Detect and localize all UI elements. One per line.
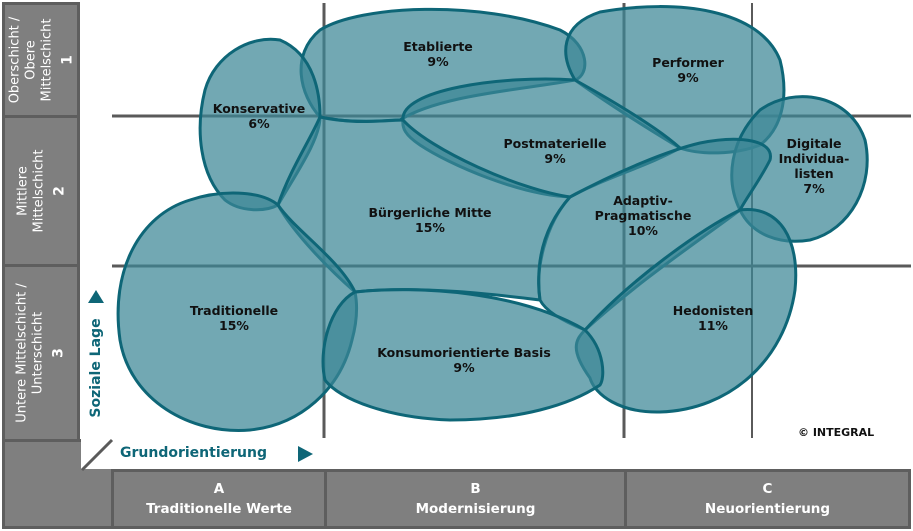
column-a-label: Traditionelle Werte <box>146 501 292 517</box>
x-axis-arrow-icon <box>298 446 313 462</box>
segment-name: Etablierte <box>403 39 473 54</box>
row-panel-1: Oberschicht / Obere Mittelschicht 1 <box>2 2 80 118</box>
segment-konservative: Konservative 6% <box>213 101 306 131</box>
axis-corner-line <box>80 438 114 472</box>
blob-hedonisten <box>574 208 798 414</box>
segment-digitale-individualisten: Digitale Individua- listen 7% <box>779 136 850 196</box>
segment-share: 7% <box>803 181 825 196</box>
blob-konsumorientierte <box>321 288 605 422</box>
column-b-label: Modernisierung <box>415 501 536 517</box>
x-axis-label: Grundorientierung <box>120 445 267 461</box>
segment-name-line: Individua- <box>778 151 850 166</box>
segment-etablierte: Etablierte 9% <box>403 39 473 69</box>
segment-traditionelle: Traditionelle 15% <box>190 303 278 333</box>
column-c-label: Neuorientierung <box>704 501 831 517</box>
segment-hedonisten: Hedonisten 11% <box>673 303 753 333</box>
segment-name-line: Adaptiv- <box>613 193 673 208</box>
segment-adaptiv-pragmatische: Adaptiv- Pragmatische 10% <box>595 193 692 238</box>
y-axis-label: Soziale Lage <box>88 318 104 418</box>
segment-share: 9% <box>427 54 449 69</box>
row-panel-2: Mittlere Mittelschicht 2 <box>2 115 80 267</box>
segment-share: 9% <box>453 360 475 375</box>
segment-name: Konsumorientierte Basis <box>377 345 551 360</box>
segment-share: 6% <box>248 116 270 131</box>
segment-name-line: Digitale <box>786 136 842 151</box>
segment-name: Postmaterielle <box>503 136 607 151</box>
segment-name: Performer <box>652 55 724 70</box>
segment-share: 9% <box>544 151 566 166</box>
segment-share: 9% <box>677 70 699 85</box>
segment-name: Bürgerliche Mitte <box>368 205 492 220</box>
column-a-letter: A <box>213 481 225 497</box>
column-panel-a: A Traditionelle Werte <box>111 469 327 529</box>
segment-buergerliche-mitte: Bürgerliche Mitte 15% <box>368 205 491 235</box>
copyright-label: © INTEGRAL <box>798 426 875 439</box>
segment-performer: Performer 9% <box>652 55 724 85</box>
segment-name-line: listen <box>794 166 834 181</box>
segment-konsumorientierte-basis: Konsumorientierte Basis 9% <box>377 345 551 375</box>
segment-postmaterielle: Postmaterielle 9% <box>503 136 606 166</box>
segment-name: Traditionelle <box>189 303 279 318</box>
column-c-letter: C <box>762 481 773 497</box>
segment-share: 15% <box>415 220 445 235</box>
blob-digitale <box>730 95 869 243</box>
segment-name: Konservative <box>212 101 306 116</box>
segment-name-line: Pragmatische <box>594 208 692 223</box>
segment-share: 10% <box>628 223 658 238</box>
column-panel-c: C Neuorientierung <box>624 469 911 529</box>
segment-name: Hedonisten <box>672 303 754 318</box>
y-axis-arrow-icon <box>88 290 104 303</box>
column-b-letter: B <box>470 481 481 497</box>
segment-share: 11% <box>698 318 728 333</box>
segment-share: 15% <box>219 318 249 333</box>
